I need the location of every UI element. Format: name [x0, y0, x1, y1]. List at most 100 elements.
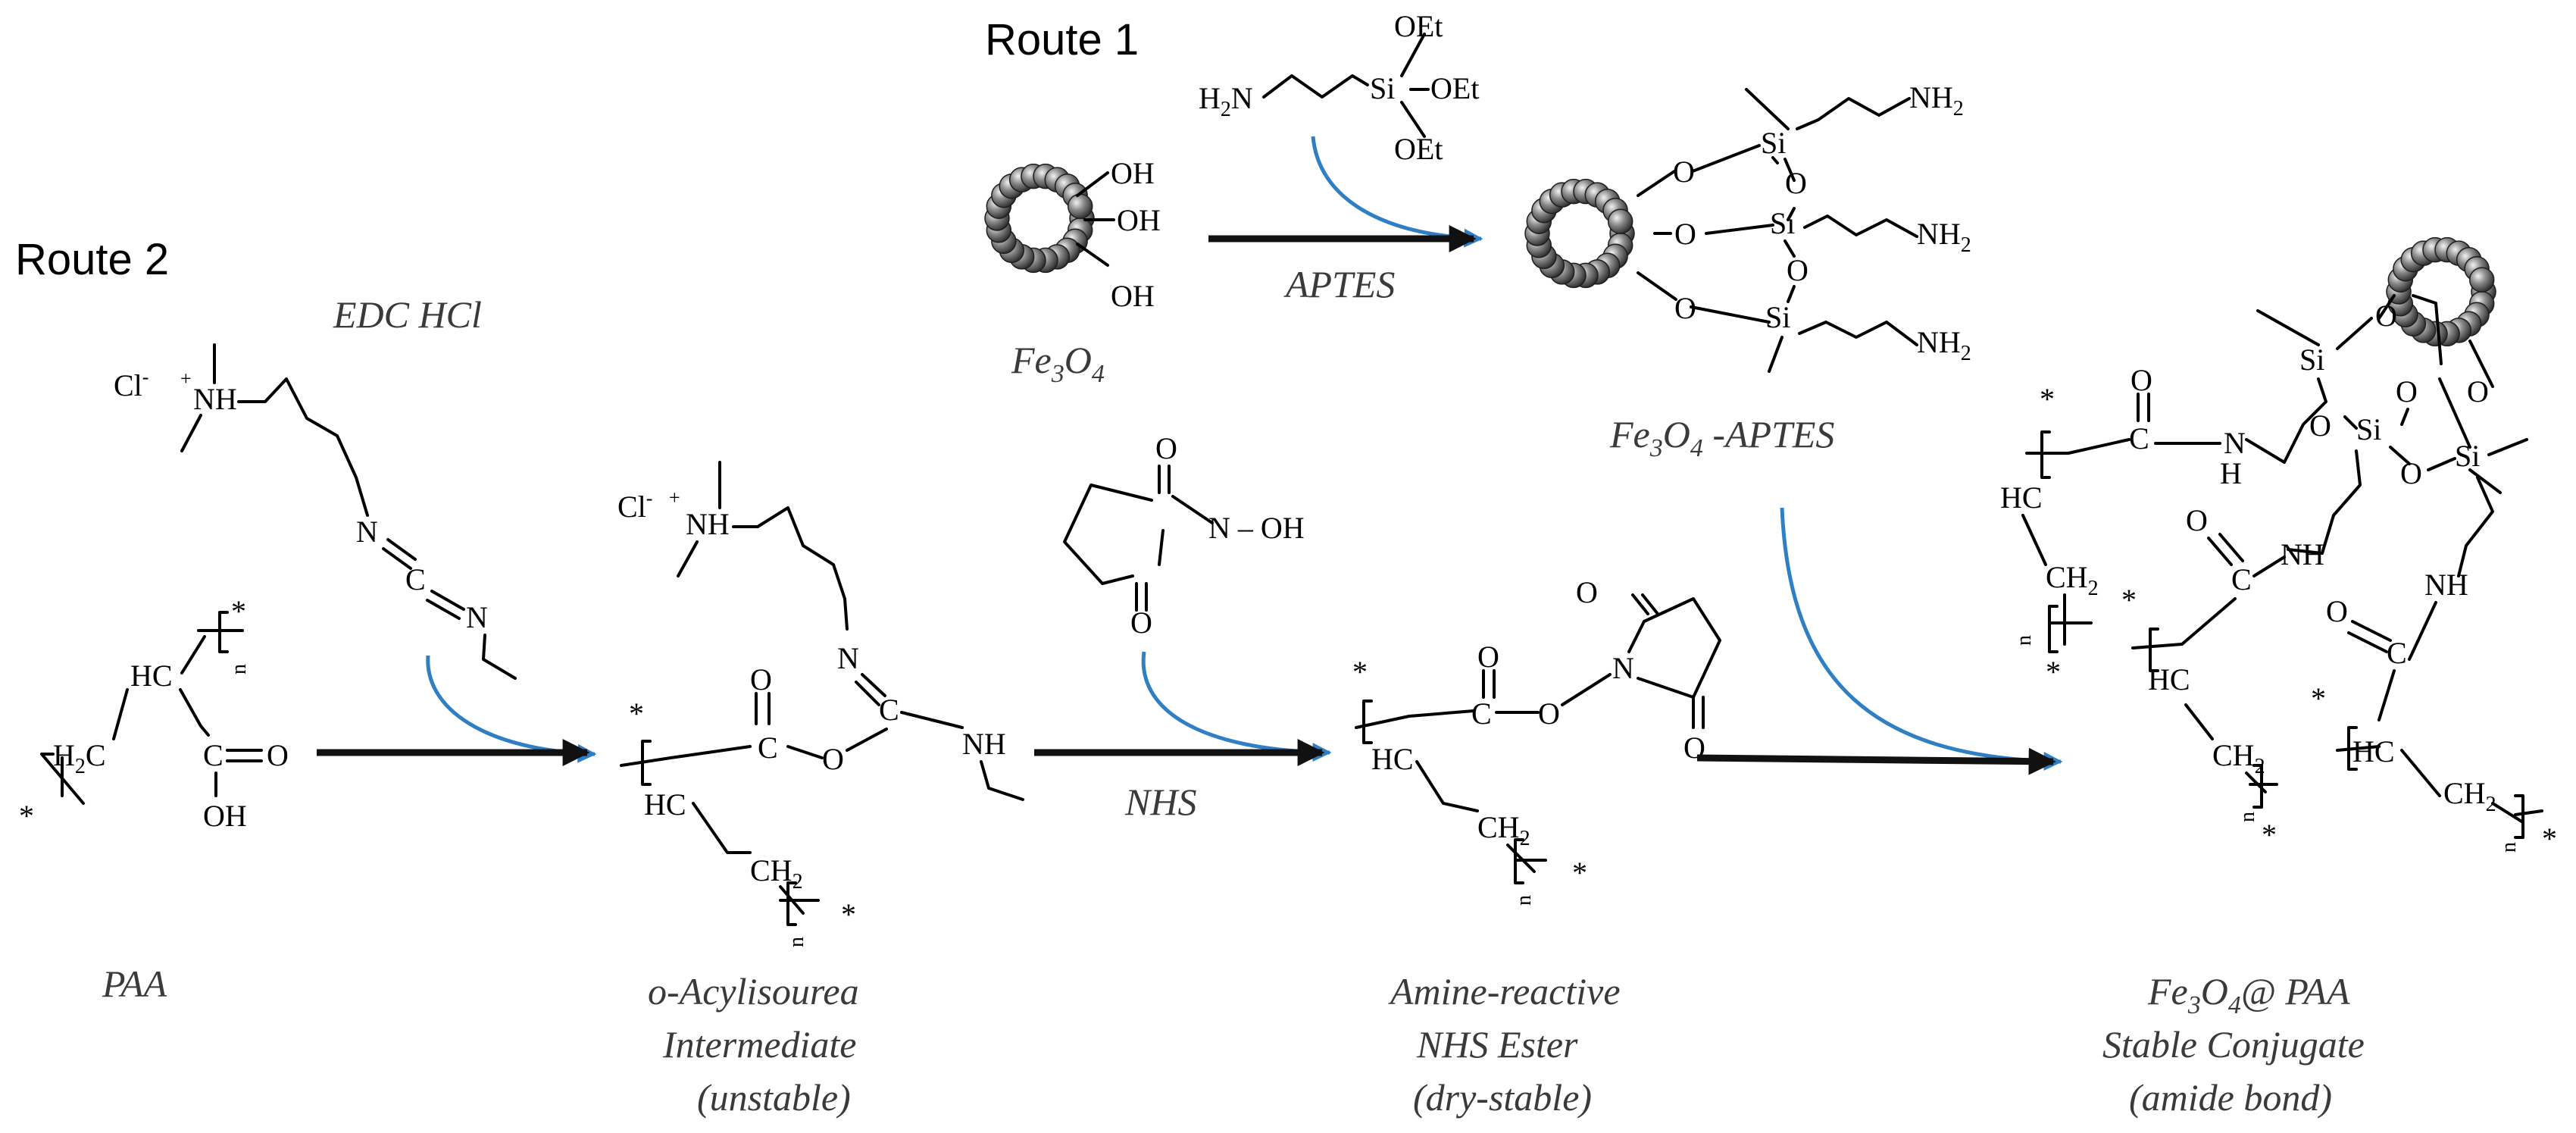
svg-text:Cl-: Cl- [114, 366, 148, 402]
nhs-ester-label-line1: Amine-reactive [1388, 970, 1621, 1013]
svg-text:O: O [1785, 166, 1807, 200]
edc-reagent-arrow [426, 655, 597, 763]
svg-text:*: * [1352, 655, 1368, 689]
svg-text:Si: Si [2455, 439, 2480, 473]
svg-text:H2C: H2C [53, 738, 106, 778]
svg-text:C: C [758, 731, 778, 765]
acylisourea-label-line1: o-Acylisourea [648, 970, 859, 1013]
svg-text:Si: Si [1765, 300, 1790, 334]
svg-text:NH2: NH2 [1917, 325, 1971, 365]
aptes-structure: H2N Si OEt OEt OEt [1199, 9, 1479, 166]
fe3o4-aptes-siloxane: O O O Si Si Si NH2 O NH2 O NH2 [1637, 80, 1971, 373]
svg-text:HC: HC [644, 787, 686, 822]
svg-text:NH2: NH2 [1917, 217, 1971, 257]
svg-text:+: + [669, 487, 680, 509]
svg-text:O: O [1674, 291, 1696, 325]
svg-text:C: C [2387, 636, 2407, 670]
svg-text:NH: NH [2424, 568, 2468, 602]
svg-text:n: n [2497, 842, 2521, 853]
svg-text:C: C [2129, 421, 2149, 455]
aptes-reagent-label: APTES [1283, 263, 1395, 305]
svg-text:H: H [2220, 456, 2242, 490]
svg-text:OEt: OEt [1394, 9, 1443, 43]
svg-text:HC: HC [130, 659, 173, 693]
fe3o4-nanoparticle [984, 163, 1095, 274]
svg-text:O: O [2186, 503, 2208, 537]
svg-text:Si: Si [2356, 412, 2381, 446]
svg-text:O: O [1673, 155, 1695, 189]
svg-text:H2N: H2N [1199, 81, 1253, 121]
svg-text:O: O [267, 738, 289, 772]
svg-text:OH: OH [1111, 156, 1155, 190]
conjugate-label-line1: Fe3O4@ PAA [2147, 970, 2350, 1019]
svg-text:O: O [2131, 363, 2152, 397]
svg-text:C: C [203, 738, 224, 772]
svg-text:N: N [356, 515, 378, 549]
svg-text:O: O [2400, 456, 2422, 490]
conjugate-structure: O Si O O Si O Si O * C O N H HC CH2 n * … [2000, 294, 2557, 856]
acylisourea-label-line2: Intermediate [662, 1023, 856, 1066]
svg-text:O: O [1477, 640, 1499, 674]
svg-text:N: N [2224, 426, 2246, 460]
svg-text:*: * [2040, 382, 2055, 416]
svg-text:O: O [1130, 606, 1152, 640]
svg-text:CH2: CH2 [2212, 738, 2265, 778]
svg-text:HC: HC [2000, 480, 2043, 515]
svg-text:OEt: OEt [1430, 71, 1479, 105]
acylisourea-label-line3: (unstable) [697, 1076, 851, 1119]
svg-text:OH: OH [203, 799, 247, 833]
route1-heading: Route 1 [985, 15, 1139, 64]
svg-text:C: C [405, 562, 426, 596]
svg-text:HC: HC [2352, 734, 2395, 768]
svg-text:Cl-: Cl- [617, 487, 652, 524]
fe3o4-hydroxyls: OH OH OH [1076, 156, 1161, 313]
svg-text:C: C [879, 693, 899, 727]
conjugate-label-line2: Stable Conjugate [2102, 1023, 2365, 1066]
svg-text:O: O [2467, 374, 2489, 408]
svg-text:CH2: CH2 [1477, 810, 1530, 850]
svg-text:N: N [466, 600, 488, 634]
svg-text:OEt: OEt [1394, 132, 1443, 166]
svg-text:N: N [1612, 651, 1634, 685]
svg-text:n: n [2012, 635, 2036, 646]
nhs-reagent-label: NHS [1124, 781, 1196, 823]
paa-label: PAA [102, 962, 167, 1005]
svg-text:Si: Si [1370, 71, 1395, 105]
svg-text:*: * [2262, 818, 2277, 852]
svg-text:n: n [785, 937, 808, 947]
nanoparticle-bead [1067, 193, 1093, 219]
edc-reagent-label: EDC HCl [333, 293, 482, 336]
edc-structure: Cl- + NH N C N [114, 343, 517, 680]
nhs-ester-label-line2: NHS Ester [1416, 1023, 1578, 1066]
svg-text:O: O [1674, 217, 1696, 251]
svg-text:*: * [1572, 856, 1587, 890]
svg-text:OH: OH [1117, 203, 1161, 237]
paa-monomer: * n HC H2C * C O OH [19, 594, 289, 833]
svg-text:HC: HC [1371, 742, 1414, 776]
svg-text:O: O [750, 662, 772, 696]
svg-text:OH: OH [1111, 279, 1155, 313]
svg-text:n: n [1512, 895, 1536, 906]
svg-text:NH: NH [2281, 537, 2324, 571]
svg-text:*: * [2121, 583, 2137, 617]
route2-heading: Route 2 [15, 235, 169, 284]
nanoparticle-bead [2468, 267, 2495, 293]
svg-text:Si: Si [1761, 126, 1786, 160]
nhs-ester-label-line3: (dry-stable) [1413, 1076, 1592, 1119]
svg-text:N – OH: N – OH [1208, 511, 1305, 545]
svg-text:O: O [1155, 431, 1177, 465]
svg-text:O: O [1576, 575, 1598, 609]
fe3o4-aptes-label: Fe3O4 -APTES [1609, 413, 1834, 462]
svg-text:CH2: CH2 [750, 853, 803, 894]
nhs-ester-structure: * C O O N O O HC CH2 n * [1352, 575, 1721, 906]
svg-text:C: C [2231, 562, 2252, 596]
svg-text:O: O [2396, 374, 2418, 408]
svg-text:NH: NH [686, 507, 730, 541]
svg-text:O: O [2375, 299, 2397, 333]
svg-text:O: O [822, 742, 844, 776]
fe3o4-aptes-nanoparticle [1524, 178, 1635, 289]
nanoparticle-bead [1607, 208, 1633, 234]
svg-text:*: * [231, 594, 246, 628]
conjugate-label-line3: (amide bond) [2129, 1076, 2332, 1119]
svg-text:n: n [2236, 812, 2259, 822]
